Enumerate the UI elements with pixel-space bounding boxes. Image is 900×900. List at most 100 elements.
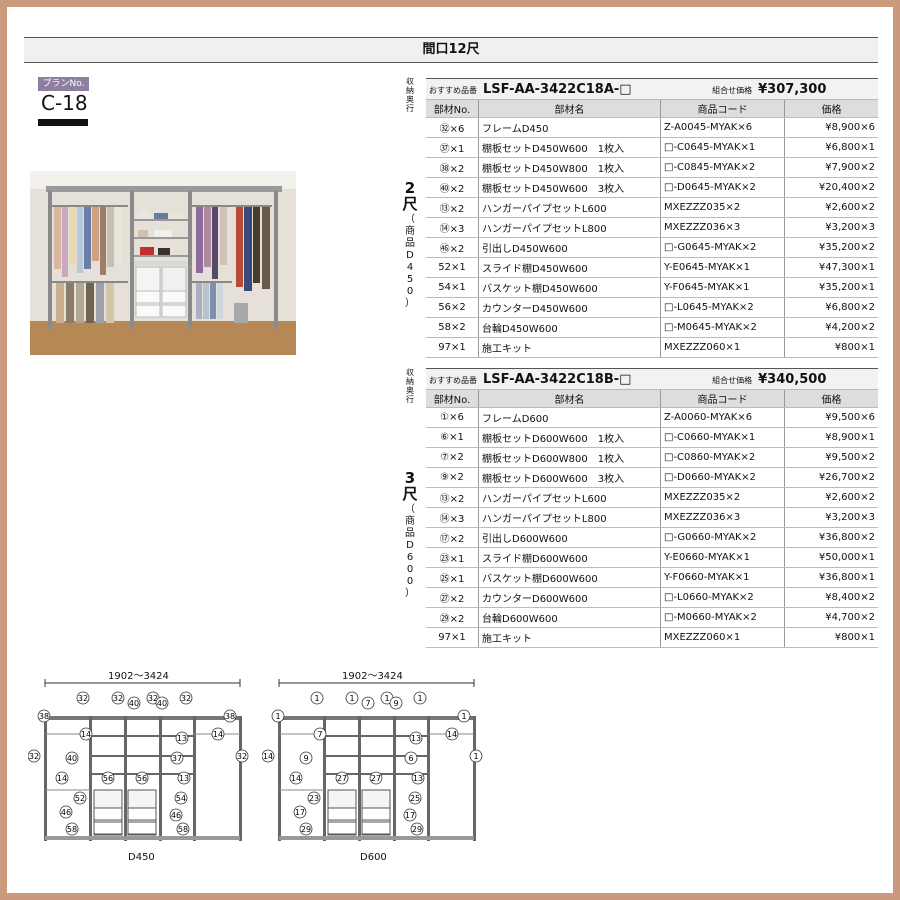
part-no: ⑬×2	[426, 197, 479, 218]
price: ¥6,800×1	[784, 137, 878, 158]
part-no: ㉓×1	[426, 547, 479, 568]
diagram-width-d450: 1902～3424	[108, 671, 169, 682]
part-name: 棚板セットD600W600 3枚入	[478, 467, 661, 488]
part-name: 棚板セットD450W600 1枚入	[478, 137, 661, 158]
product-code: Z-A0045-MYAK×6	[660, 117, 785, 138]
svg-text:9: 9	[393, 699, 398, 708]
svg-text:14: 14	[291, 774, 301, 783]
callout: 38	[37, 709, 51, 723]
svg-text:14: 14	[447, 730, 457, 739]
svg-text:56: 56	[103, 774, 113, 783]
plan-code: C-18	[41, 91, 88, 115]
plan-underline	[38, 119, 88, 126]
callout: 32	[235, 749, 249, 763]
callout: 27	[335, 771, 349, 785]
part-no: ㊵×2	[426, 177, 479, 198]
header-part-no: 部材No.	[426, 389, 479, 408]
callout: 52	[73, 791, 87, 805]
storage-depth-label-b: 収納奥行	[406, 368, 414, 404]
product-code: □-G0660-MYAK×2	[660, 527, 785, 548]
svg-text:56: 56	[137, 774, 147, 783]
price: ¥9,500×2	[784, 447, 878, 468]
part-name: バスケット棚D450W600	[478, 277, 661, 298]
price: ¥800×1	[784, 627, 878, 648]
svg-text:23: 23	[309, 794, 319, 803]
svg-text:58: 58	[178, 825, 188, 834]
part-name: フレームD450	[478, 117, 661, 138]
svg-text:27: 27	[337, 774, 347, 783]
product-code: MXEZZZ035×2	[660, 487, 785, 508]
callout: 54	[174, 791, 188, 805]
svg-text:1: 1	[473, 752, 478, 761]
callout: 58	[65, 822, 79, 836]
product-code: □-L0660-MYAK×2	[660, 587, 785, 608]
product-code: MXEZZZ060×1	[660, 627, 785, 648]
svg-text:1: 1	[314, 694, 319, 703]
part-name: 棚板セットD450W800 1枚入	[478, 157, 661, 178]
part-name: 台輪D600W600	[478, 607, 661, 628]
product-code: □-M0660-MYAK×2	[660, 607, 785, 628]
part-name: 棚板セットD450W600 3枚入	[478, 177, 661, 198]
callout: 27	[369, 771, 383, 785]
product-code: MXEZZZ036×3	[660, 507, 785, 528]
svg-text:32: 32	[113, 694, 123, 703]
product-code: □-M0645-MYAK×2	[660, 317, 785, 338]
callout: 32	[111, 691, 125, 705]
price: ¥20,400×2	[784, 177, 878, 198]
svg-text:6: 6	[408, 754, 413, 763]
part-no: 97×1	[426, 627, 479, 648]
callout: 32	[28, 749, 41, 763]
combo-cell-b: 組合せ価格¥340,500	[660, 368, 878, 390]
svg-text:1: 1	[384, 694, 389, 703]
product-code: □-G0645-MYAK×2	[660, 237, 785, 258]
part-name: ハンガーパイプセットL600	[478, 197, 661, 218]
svg-text:1: 1	[461, 712, 466, 721]
product-code: MXEZZZ060×1	[660, 337, 785, 358]
svg-text:1: 1	[349, 694, 354, 703]
svg-text:7: 7	[365, 699, 370, 708]
price: ¥9,500×6	[784, 407, 878, 428]
callout: 13	[177, 771, 191, 785]
model-number: LSF-AA-3422C18A-□	[483, 81, 632, 97]
storage-depth-label-a: 収納奥行	[406, 77, 414, 113]
callout: 14	[79, 727, 93, 741]
recommend-label: おすすめ品番	[429, 375, 477, 385]
callout: 56	[135, 771, 149, 785]
product-code: Y-E0660-MYAK×1	[660, 547, 785, 568]
svg-text:32: 32	[237, 752, 247, 761]
price: ¥8,900×1	[784, 427, 878, 448]
callout: 58	[176, 822, 190, 836]
svg-text:14: 14	[213, 730, 223, 739]
part-no: 54×1	[426, 277, 479, 298]
callout: 38	[223, 709, 237, 723]
product-code: Y-E0645-MYAK×1	[660, 257, 785, 278]
part-no: ㊳×2	[426, 157, 479, 178]
callout: 1	[413, 691, 427, 705]
header-part-no: 部材No.	[426, 99, 479, 118]
callout: 14	[445, 727, 459, 741]
plan-badge: プランNo.	[38, 77, 89, 91]
price: ¥36,800×2	[784, 527, 878, 548]
recommend-label: おすすめ品番	[429, 85, 477, 95]
callout: 7	[313, 727, 327, 741]
part-no: ㉕×1	[426, 567, 479, 588]
svg-text:46: 46	[171, 811, 181, 820]
svg-text:58: 58	[67, 825, 77, 834]
callout: 14	[55, 771, 69, 785]
price: ¥36,800×1	[784, 567, 878, 588]
svg-text:1: 1	[417, 694, 422, 703]
product-code: □-C0645-MYAK×1	[660, 137, 785, 158]
combo-label: 組合せ価格	[712, 85, 753, 95]
svg-text:40: 40	[67, 754, 77, 763]
part-name: 引出しD600W600	[478, 527, 661, 548]
combo-price: ¥340,500	[758, 371, 827, 387]
